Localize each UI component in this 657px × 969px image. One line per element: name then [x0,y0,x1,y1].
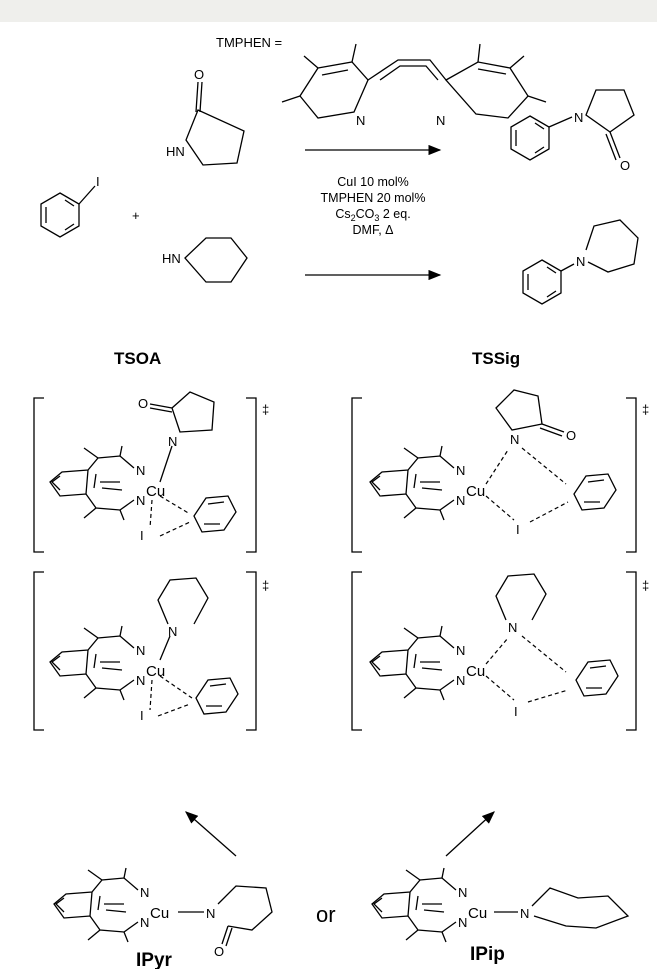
atom-i: I [96,174,100,189]
ts3-i: I [140,708,144,723]
label-ipyr: IPyr [136,950,173,969]
tsoa-pip-bracket [33,571,257,731]
dagger-4: ‡ [642,578,649,593]
ts-sig-pyrrolidinone: Cu N O I [370,389,617,537]
atom-hn-pip: HN [162,251,181,266]
condition-tmphen: TMPHEN 20 mol% [321,191,426,205]
condition-solvent: DMF, Δ [353,223,394,237]
tssig-pyr-bracket [351,397,637,553]
cu-2: Cu [466,483,485,500]
product-phenylpiperidine: N [522,219,639,305]
ts-oa-piperidine: Cu N I [50,577,239,723]
ts-oa-pyrrolidinone: Cu N O I [50,391,237,543]
product-phenylpyrrolidinone: N O [510,89,635,173]
ipyr-structure: Cu N O [54,868,273,959]
ipip-n: N [520,906,529,921]
ts-sig-piperidine: Cu N I [370,573,619,719]
ts4-i: I [514,704,518,719]
pyrrolidinone [185,81,245,166]
condition-base: Cs2CO3 2 eq. [335,207,410,223]
top-bar [0,0,657,22]
ts1-i: I [140,528,144,543]
ts2-n: N [510,432,519,447]
tmphen-structure [281,43,547,119]
tmphen-n-left: N [356,113,365,128]
condition-cui: CuI 10 mol% [337,175,409,189]
or-label: or [316,902,336,927]
ts1-o: O [138,396,148,411]
cu-6: Cu [468,905,487,922]
heading-tsoa: TSOA [114,349,161,368]
ipyr-o: O [214,944,224,959]
dagger-1: ‡ [262,402,269,417]
arrow-ipip-to-tssig [445,811,495,857]
piperidine [184,237,248,283]
ts1-n: N [168,434,177,449]
arrow-ipyr-to-tsoa [185,811,237,857]
atom-hn-pyr: HN [166,144,185,159]
atom-o-pyr: O [194,67,204,82]
dagger-2: ‡ [642,402,649,417]
plus-sign: + [132,208,140,223]
product-pip-n: N [576,254,585,269]
cu-5: Cu [150,905,169,922]
tmphen-label: TMPHEN = [216,35,282,50]
ts4-n: N [508,620,517,635]
ts3-n: N [168,624,177,639]
tssig-pip-bracket [351,571,637,731]
label-ipip: IPip [470,944,505,965]
product-pyr-n: N [574,110,583,125]
ts2-o: O [566,428,576,443]
tmphen-n-right: N [436,113,445,128]
product-pyr-o: O [620,158,630,173]
ipyr-n: N [206,906,215,921]
ipip-structure: Cu N [372,868,630,942]
heading-tssig: TSSig [472,349,520,368]
ts2-i: I [516,522,520,537]
iodobenzene: I [40,174,100,238]
tsoa-pyr-bracket [33,397,257,553]
dagger-3: ‡ [262,578,269,593]
cu-4: Cu [466,663,485,680]
